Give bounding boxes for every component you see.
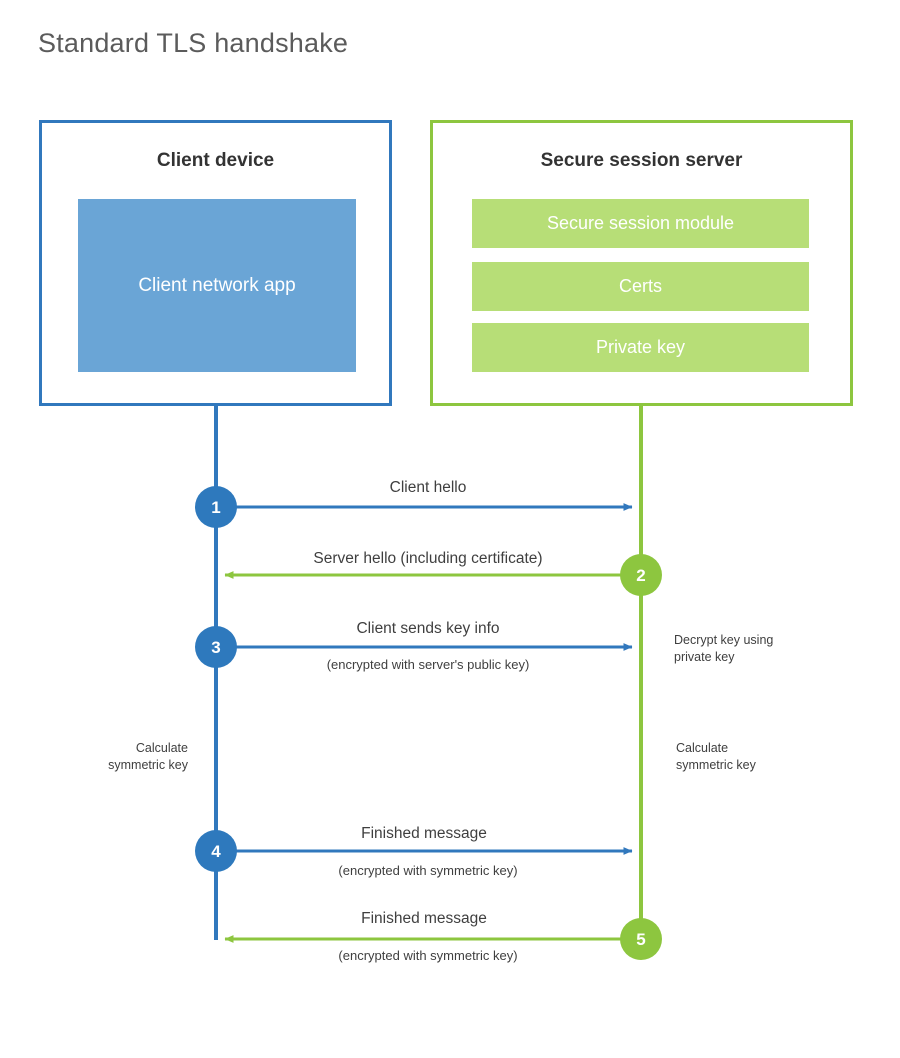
message-label-4: Finished message	[361, 825, 487, 842]
client-network-app-block: Client network app	[78, 199, 356, 372]
message-label-5: Finished message	[361, 910, 487, 927]
message-label-1: Client hello	[389, 479, 467, 496]
step-circle-5[interactable]	[620, 918, 662, 960]
server-component-label: Certs	[618, 276, 662, 296]
secure-session-server-box: Secure session server Secure session mod…	[430, 120, 853, 406]
client-device-box: Client device Client network app	[39, 120, 392, 406]
message-sublabel-3: (encrypted with server's public key)	[326, 657, 530, 672]
step-circle-3[interactable]	[195, 626, 237, 668]
message-label-3: Client sends key info	[356, 620, 500, 637]
note-server-calculate-symmetric-key: Calculate symmetric key	[676, 741, 756, 772]
step-circle-4[interactable]	[195, 830, 237, 872]
message-label-2: Server hello (including certificate)	[313, 550, 543, 567]
page-title: Standard TLS handshake	[38, 28, 349, 58]
server-component-secure-session-module: Secure session module	[472, 199, 809, 248]
note-client-calculate-symmetric-key: Calculate symmetric key	[108, 741, 188, 772]
server-component-label: Secure session module	[546, 213, 735, 233]
client-device-title: Client device	[156, 150, 275, 171]
step-circle-2[interactable]	[620, 554, 662, 596]
secure-session-server-title: Secure session server	[540, 150, 743, 171]
server-component-label: Private key	[595, 337, 686, 357]
server-component-private-key: Private key	[472, 323, 809, 372]
step-circle-1[interactable]	[195, 486, 237, 528]
message-sublabel-5: (encrypted with symmetric key)	[338, 948, 518, 963]
message-sublabel-4: (encrypted with symmetric key)	[338, 863, 518, 878]
note-decrypt-key: Decrypt key using private key	[674, 633, 774, 664]
client-network-app-label: Client network app	[138, 274, 296, 296]
server-component-certs: Certs	[472, 262, 809, 311]
